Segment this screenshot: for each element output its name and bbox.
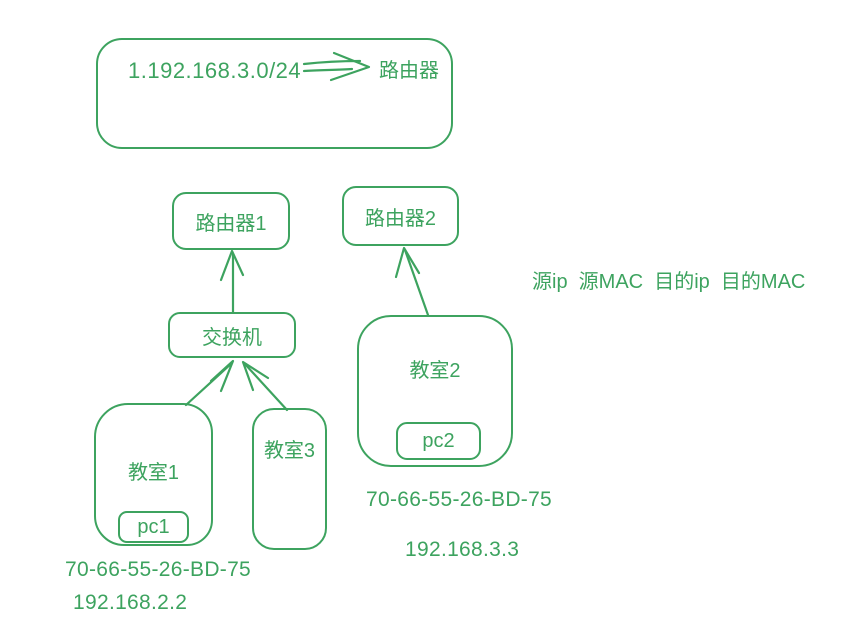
classroom1-label: 教室1 — [127, 462, 180, 484]
arrow-classroom2-to-router2[interactable] — [394, 246, 430, 317]
classroom2-ip-text[interactable]: 192.168.3.3 — [405, 538, 520, 561]
router-target-label: 路由器 — [379, 60, 439, 82]
classroom2-box[interactable]: 教室2 pc2 — [357, 315, 513, 467]
arrow-switch-to-router1[interactable] — [219, 249, 245, 314]
router2-label: 路由器2 — [364, 207, 437, 230]
classroom1-mac-text[interactable]: 70-66-55-26-BD-75 — [65, 558, 252, 581]
classroom3-label: 教室3 — [263, 440, 316, 462]
pc1-label: pc1 — [137, 515, 170, 538]
network-label: 1.192.168.3.0/24 — [128, 58, 302, 83]
router1-box[interactable]: 路由器1 — [172, 192, 290, 250]
classroom3-box[interactable]: 教室3 — [252, 408, 327, 550]
router2-box[interactable]: 路由器2 — [342, 186, 459, 246]
classroom1-box[interactable]: 教室1 pc1 — [94, 403, 213, 546]
classroom2-label: 教室2 — [409, 360, 461, 382]
arrow-classroom1-to-switch[interactable] — [184, 359, 235, 407]
pc1-box[interactable]: pc1 — [118, 511, 189, 543]
packet-fields-annotation[interactable]: 源ip 源MAC 目的ip 目的MAC — [532, 271, 806, 293]
arrow-classroom3-to-switch[interactable] — [241, 360, 289, 412]
router1-label: 路由器1 — [195, 212, 267, 235]
pc2-box[interactable]: pc2 — [396, 422, 481, 460]
classroom1-ip-text[interactable]: 192.168.2.2 — [73, 591, 188, 614]
switch-box[interactable]: 交换机 — [168, 312, 296, 358]
pc2-label: pc2 — [422, 429, 455, 452]
classroom2-mac-text[interactable]: 70-66-55-26-BD-75 — [366, 488, 553, 511]
switch-label: 交换机 — [202, 326, 262, 349]
network-box[interactable]: 1.192.168.3.0/24 路由器 — [96, 38, 453, 149]
